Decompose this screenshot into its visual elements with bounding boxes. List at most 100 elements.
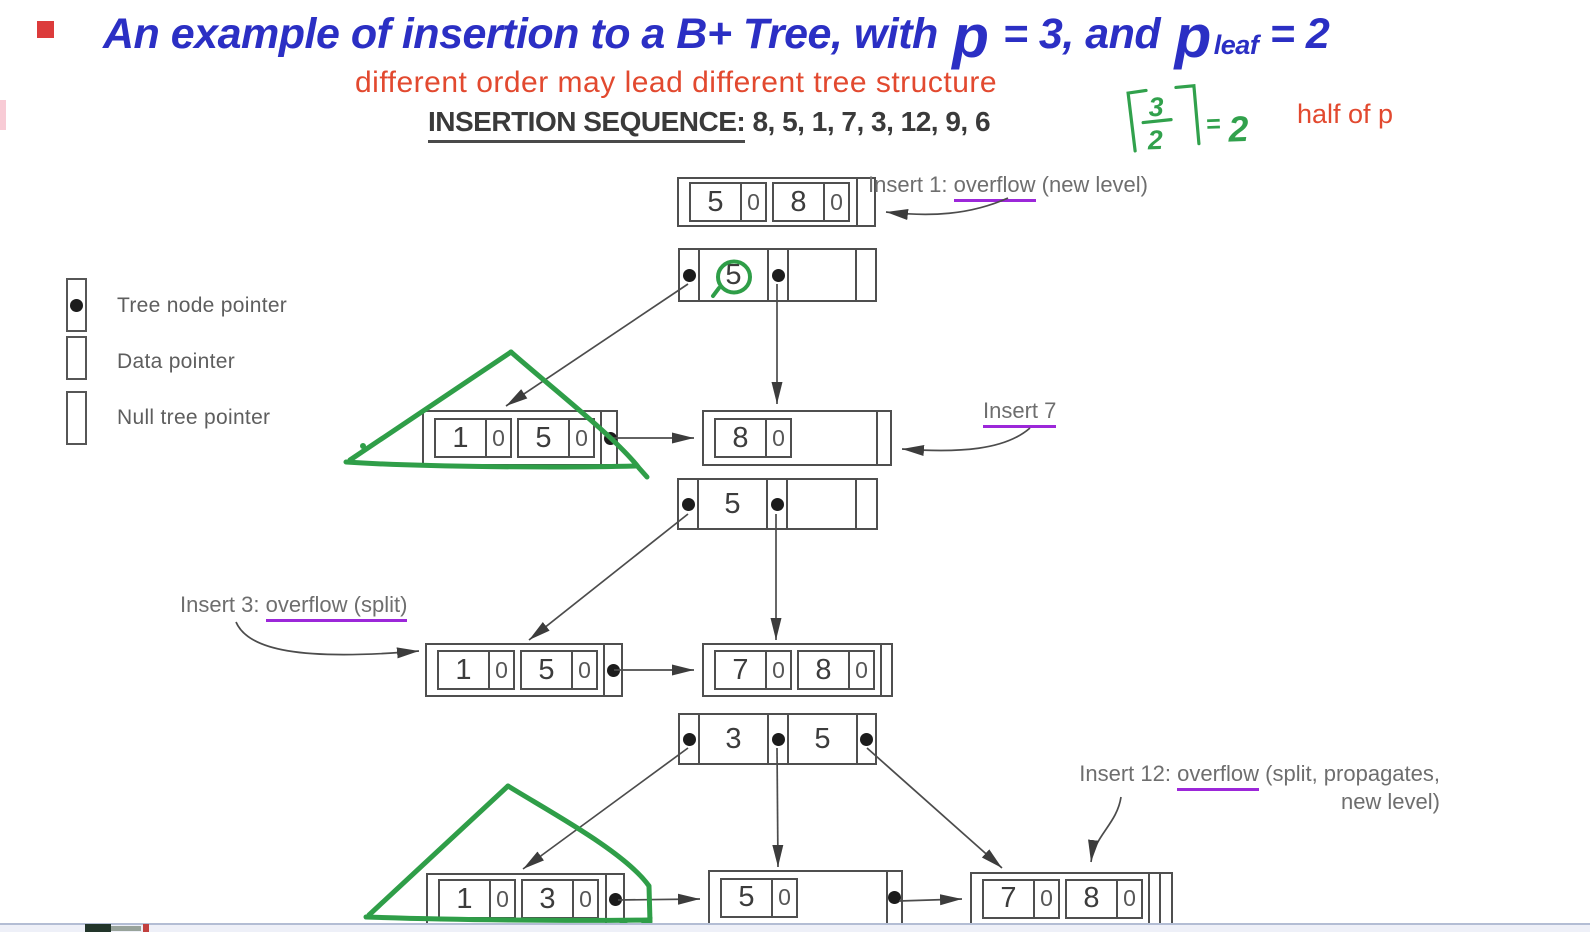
scan-artifact <box>0 100 6 130</box>
data-pointer-cell: 0 <box>488 652 513 688</box>
null-pointer-cell <box>1148 874 1176 923</box>
data-pointer-cell: 0 <box>765 652 790 688</box>
key-value: 5 <box>538 653 555 686</box>
pointer-dot-icon <box>771 268 785 282</box>
key-value: 5 <box>700 250 769 300</box>
tree-node-pointer <box>768 480 788 528</box>
annotation-text: Insert 1: <box>868 172 954 197</box>
next-leaf-pointer <box>886 872 901 923</box>
annotation-underlined: overflow <box>1177 761 1260 791</box>
annotation-insert-12: Insert 12: overflow (split, propagates, … <box>1068 760 1440 815</box>
pointer-dot-icon <box>681 497 695 511</box>
annotation-line-1: Insert 12: overflow (split, propagates, <box>1068 760 1440 791</box>
insertion-sequence: INSERTION SEQUENCE: 8, 5, 1, 7, 3, 12, 9… <box>428 106 991 143</box>
annotation-underlined: overflow <box>953 172 1036 202</box>
key-value: 5 <box>535 421 552 454</box>
null-pointer-cell <box>855 250 875 300</box>
annotation-text: Insert 12: <box>1079 761 1178 786</box>
next-leaf-pointer <box>605 875 623 923</box>
title-p-subscript: leaf <box>1213 30 1259 60</box>
key-value: 5 <box>707 185 724 218</box>
data-pointer-icon <box>66 336 87 380</box>
key-value: 8 <box>790 185 807 218</box>
key-value: 8 <box>815 653 832 686</box>
key-value: 3 <box>700 715 769 763</box>
null-pointer-cell <box>856 179 874 225</box>
data-pointer-cell: 0 <box>1116 880 1141 917</box>
key-value: 1 <box>452 421 469 454</box>
key-value: 7 <box>1000 882 1017 914</box>
key-value: 8 <box>732 421 749 454</box>
tree-node-pointer <box>679 480 699 528</box>
root-after-insert-1: 5 <box>678 248 877 302</box>
next-slide-mark-red <box>143 924 149 932</box>
tree-node-pointer <box>769 715 789 763</box>
pointer-dot-icon <box>606 663 620 677</box>
data-pointer-cell: 0 <box>823 184 848 220</box>
annotation-insert-7: Insert 7 <box>983 397 1057 428</box>
data-pointer-cell: 0 <box>771 879 796 916</box>
title-text: = 3, and <box>991 10 1172 58</box>
annotation-line-2: new level) <box>1340 788 1440 814</box>
insertion-sequence-label: INSERTION SEQUENCE: <box>428 106 746 143</box>
key-value: 1 <box>455 653 472 686</box>
null-pointer-cell <box>855 480 876 528</box>
annotation-insert-1: Insert 1: overflow (new level) <box>868 171 1148 202</box>
title-p-symbol: p <box>1174 3 1212 70</box>
key-value: 5 <box>699 480 768 528</box>
legend-label-null-tree-pointer: Null tree pointer <box>117 406 271 429</box>
pointer-dot-icon <box>682 268 696 282</box>
annotation-underlined: overflow (split) <box>265 592 408 622</box>
pointer-dot-icon <box>860 732 873 746</box>
subtitle-note: different order may lead different tree … <box>355 66 998 99</box>
cell-divider <box>1150 874 1161 923</box>
data-pointer-cell: 0 <box>740 184 765 220</box>
data-pointer-cell: 0 <box>572 881 597 917</box>
null-tree-pointer-icon <box>66 391 87 445</box>
key-value: 1 <box>456 882 473 915</box>
annotation-text: (new level) <box>1035 172 1148 197</box>
page-title: An example of insertion to a B+ Tree, wi… <box>103 2 1330 71</box>
root-5-after-insert-7: 5 <box>677 478 878 530</box>
half-of-p-note: half of p <box>1297 99 1394 129</box>
key-value: 7 <box>732 653 749 686</box>
data-pointer-cell: 0 <box>571 652 596 688</box>
key-value: 5 <box>738 881 755 913</box>
tree-node-pointer <box>680 715 700 763</box>
title-p-symbol: p <box>952 3 989 70</box>
data-pointer-cell: 0 <box>765 420 790 456</box>
pointer-dot-icon <box>682 732 696 746</box>
key-value: 8 <box>1083 882 1100 914</box>
title-text: An example of insertion to a B+ Tree, wi… <box>103 10 950 58</box>
next-slide-edge <box>0 923 1590 932</box>
data-pointer-cell: 0 <box>848 652 873 688</box>
tree-node-pointer <box>680 250 700 300</box>
key-value: 3 <box>539 882 556 915</box>
pointer-dot-icon <box>603 431 617 445</box>
pointer-dot-icon <box>608 892 622 906</box>
insertion-sequence-values: 8, 5, 1, 7, 3, 12, 9, 6 <box>745 106 991 137</box>
title-text: = 2 <box>1258 10 1330 58</box>
next-slide-mark-gray <box>111 926 141 931</box>
pointer-dot-icon <box>770 497 784 511</box>
tree-node-pointer-icon <box>66 278 87 332</box>
annotation-underlined: Insert 7 <box>983 398 1057 428</box>
legend-label-data-pointer: Data pointer <box>117 350 236 373</box>
